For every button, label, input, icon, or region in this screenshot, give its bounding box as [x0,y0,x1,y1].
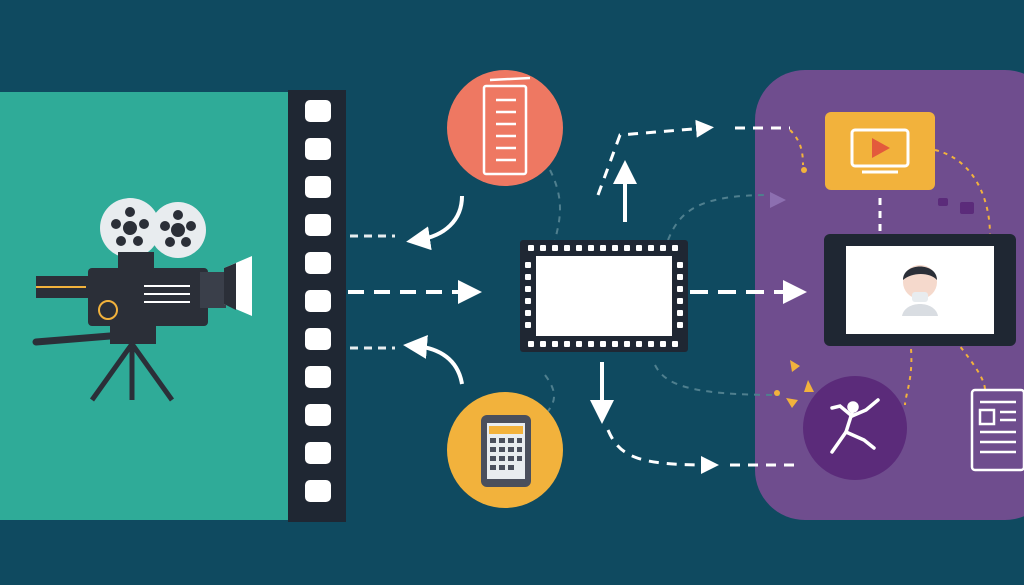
arrow-top-route [596,119,714,196]
dancer-circle-icon [803,376,907,480]
sprocket-hole [588,341,594,347]
arrow-curve-bottom [403,335,464,385]
sprocket-hole [576,245,582,251]
phone-circle-icon [447,392,563,508]
sprocket-hole [612,341,618,347]
sprocket-hole [525,298,531,304]
film-camera-icon [32,198,252,402]
sprocket-hole [600,341,606,347]
sprocket-hole [648,341,654,347]
central-film-frame [520,240,688,352]
sprocket-hole [540,245,546,251]
small-arrow-to-panel [770,192,786,208]
document-grid-icon [970,388,1024,472]
small-tag-icon [938,198,974,214]
sprocket-hole [552,245,558,251]
film-strip [288,90,346,522]
sprocket-hole [525,322,531,328]
arrows [348,119,807,474]
sprocket-hole [576,341,582,347]
sprocket-hole [648,245,654,251]
sprocket-hole [564,341,570,347]
sprocket-hole [525,286,531,292]
sprocket-hole [677,286,683,292]
sprocket-hole [528,245,534,251]
sprocket-hole [677,262,683,268]
sprocket-hole [677,310,683,316]
sprocket-hole [552,341,558,347]
sprocket-hole [588,245,594,251]
sprocket-hole [564,245,570,251]
sprocket-hole [525,310,531,316]
sprocket-hole [672,245,678,251]
arrow-bottom-route [606,429,719,474]
sprocket-hole [660,341,666,347]
sprocket-hole [660,245,666,251]
dotted-connectors [539,169,781,421]
sprocket-hole [636,341,642,347]
sprocket-hole [677,274,683,280]
video-player-icon [825,112,935,190]
sprocket-hole [525,274,531,280]
sprocket-hole [636,245,642,251]
sprocket-hole [672,341,678,347]
sprocket-hole [612,245,618,251]
document-circle-icon [447,70,563,186]
sprocket-hole [624,341,630,347]
yellow-sparkles [774,167,814,408]
sprocket-hole [540,341,546,347]
dotted-yellow-connectors [789,129,991,406]
sprocket-hole [677,298,683,304]
sprocket-hole [624,245,630,251]
sprocket-hole [677,322,683,328]
sprocket-hole [600,245,606,251]
sprocket-hole [528,341,534,347]
person-screen-icon [824,234,1016,346]
sprocket-hole [525,262,531,268]
arrow-curve-top [406,195,464,251]
